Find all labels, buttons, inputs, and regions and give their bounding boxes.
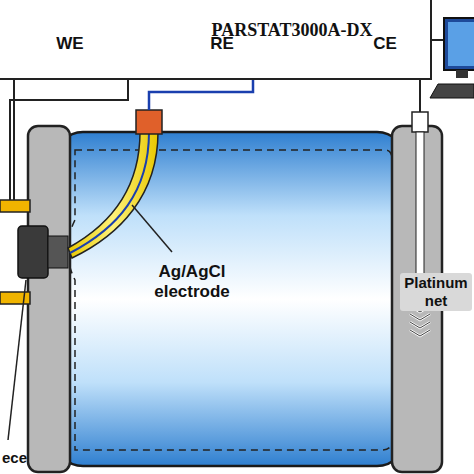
- ce-plug: [412, 112, 428, 132]
- clamp-bar: [0, 292, 30, 304]
- net-label: Platinum net: [400, 273, 472, 311]
- we-wire: [10, 68, 128, 200]
- cell-body: [55, 132, 405, 466]
- leader-line: [132, 205, 172, 252]
- net-stroke: [410, 322, 430, 328]
- electrode-wire: [70, 132, 149, 253]
- left-end-cap: [28, 126, 70, 472]
- platinum-rod: [416, 132, 424, 292]
- monitor-screen: [448, 22, 474, 66]
- net-stroke: [410, 314, 430, 320]
- net-stroke: [410, 322, 430, 328]
- electrode-cap: [136, 110, 162, 134]
- liquid-outline: [68, 150, 393, 450]
- clamp-bar: [0, 200, 30, 212]
- leader-line: [8, 280, 26, 440]
- keyboard: [430, 84, 474, 98]
- net-stroke: [410, 330, 430, 336]
- terminal-label: RE: [210, 34, 234, 54]
- device-name: PARSTAT3000A-DX: [212, 20, 373, 41]
- monitor-stand: [456, 70, 468, 78]
- net-stroke: [410, 314, 430, 320]
- specimen: [18, 226, 48, 278]
- terminal-label: CE: [373, 34, 397, 54]
- electrode-label: Ag/AgCl electrode: [127, 262, 257, 303]
- specimen-face: [48, 236, 68, 268]
- computer-monitor: [444, 18, 474, 70]
- terminal-label: WE: [56, 34, 83, 54]
- net-stroke: [410, 330, 430, 336]
- reference-electrode: [68, 132, 158, 258]
- we-wire: [13, 68, 15, 200]
- specimen-label: ece: [2, 449, 27, 467]
